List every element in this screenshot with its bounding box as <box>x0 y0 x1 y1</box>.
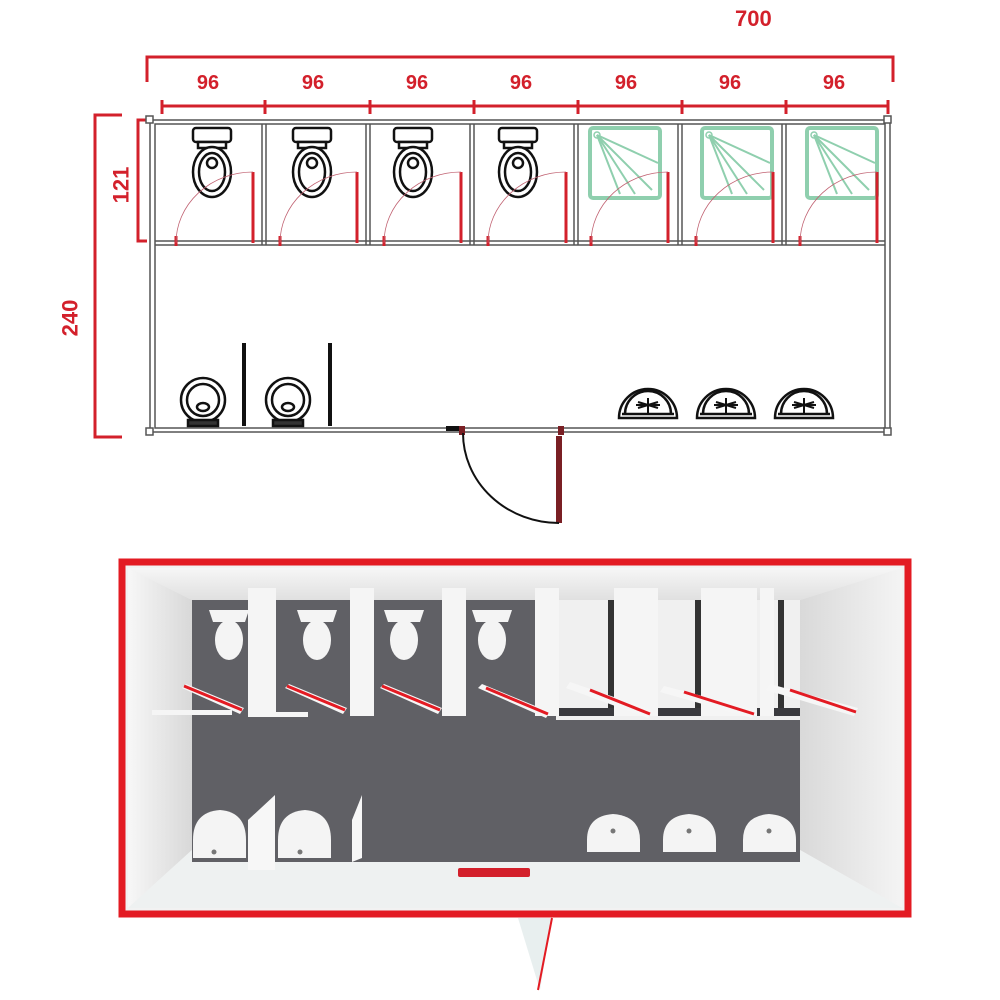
dimension-lines <box>93 55 895 439</box>
segment-width-label-4: 96 <box>509 72 533 94</box>
outer-walls <box>145 115 892 436</box>
door-swing-icon <box>446 426 564 524</box>
shower-area <box>556 600 800 720</box>
urinal-icon <box>179 376 312 428</box>
floor-plan-2d: 700 96 96 96 96 96 96 96 121 240 <box>57 6 895 524</box>
cabin-doors <box>174 171 879 246</box>
rear-wall <box>128 568 902 600</box>
segment-width-label-2: 96 <box>301 72 325 94</box>
segment-width-label-7: 96 <box>822 72 846 94</box>
overall-width-label: 700 <box>735 6 772 31</box>
left-wall <box>128 568 192 908</box>
segment-width-label-6: 96 <box>718 72 742 94</box>
washbasin-icon <box>617 387 835 420</box>
urinal-partitions-3d <box>248 795 362 870</box>
urinal-3d <box>193 810 331 858</box>
toilet-3d <box>209 610 512 660</box>
stall-partitions-3d <box>152 588 774 717</box>
render-3d-drawing <box>118 558 912 991</box>
segment-width-label-3: 96 <box>405 72 429 94</box>
right-wall <box>800 568 902 908</box>
urinal-partitions <box>242 343 332 426</box>
shower-tray-icon <box>588 126 879 200</box>
stall-doors-3d <box>182 682 858 718</box>
floor-plan-drawing <box>93 55 895 524</box>
entrance-threshold <box>458 868 530 877</box>
segment-width-label-1: 96 <box>196 72 220 94</box>
floor-plan-3d-render <box>0 540 1000 1000</box>
segment-width-label-5: 96 <box>614 72 638 94</box>
entrance-door-3d <box>518 917 553 991</box>
toilet-icon <box>191 126 539 199</box>
washbasin-3d <box>587 814 796 852</box>
front-wall <box>128 850 902 908</box>
